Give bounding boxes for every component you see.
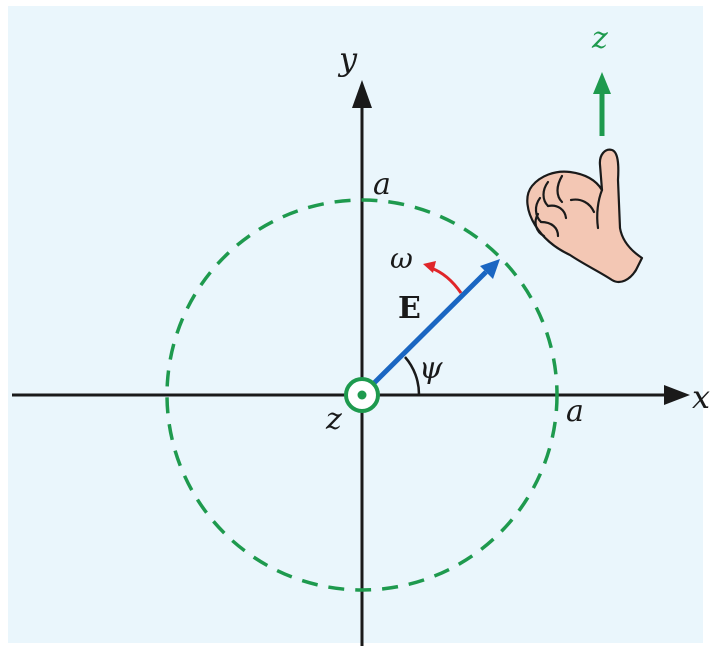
y-axis-arrowhead (352, 80, 372, 108)
e-vector-arrowhead (480, 259, 500, 279)
dashed-circle (165, 198, 559, 592)
right-hand-thumb-up-icon (526, 148, 644, 284)
angle-label: ψ (419, 351, 443, 386)
background-panel (8, 6, 703, 643)
a-right-label: a (566, 394, 584, 429)
z-origin-label: z (325, 402, 342, 437)
z-arrowhead (593, 72, 611, 94)
e-vector-label: E (398, 291, 421, 326)
x-axis-label: x (692, 378, 710, 416)
a-top-label: a (373, 167, 391, 202)
x-axis-arrowhead (664, 385, 690, 405)
e-vector (360, 270, 488, 397)
z-hand-label: z (591, 21, 608, 56)
omega-arrowhead (423, 261, 436, 273)
omega-label: ω (390, 242, 413, 275)
angle-arc (404, 356, 421, 396)
y-axis-label: y (337, 40, 358, 78)
dot-in-circle-icon (344, 377, 380, 413)
